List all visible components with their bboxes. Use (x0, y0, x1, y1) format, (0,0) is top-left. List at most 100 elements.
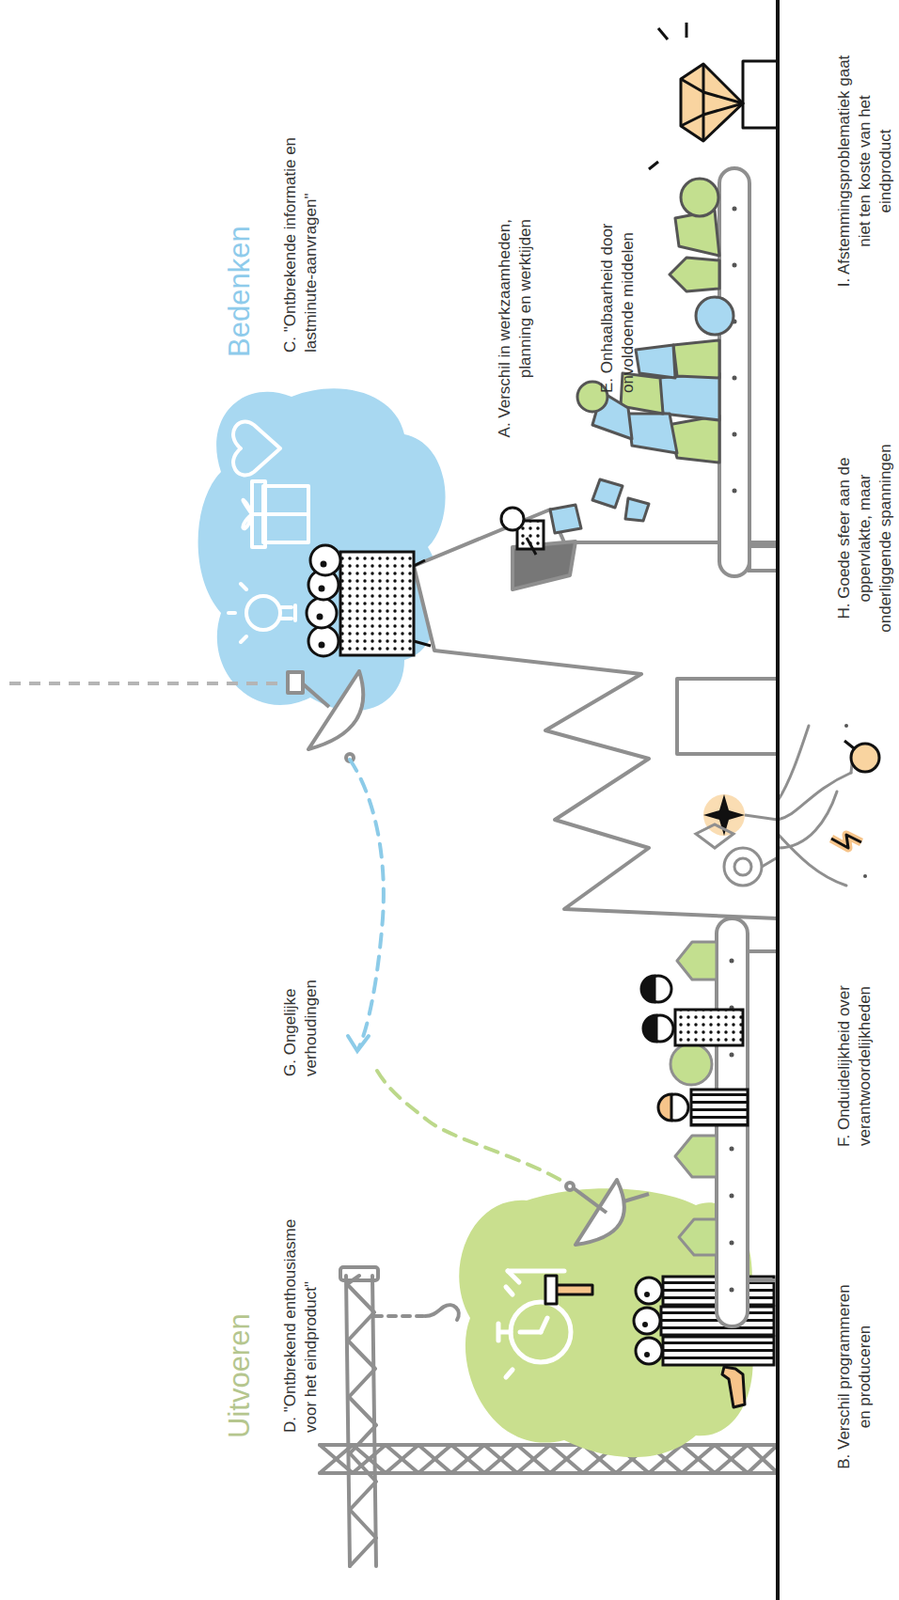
satellite-dish-part (308, 671, 363, 750)
worker-part (501, 507, 524, 531)
execution-cloud-part-part (505, 1287, 513, 1295)
tools-part (722, 1367, 745, 1408)
piece-pile-part (635, 345, 676, 379)
ideation-cloud-part-part (242, 500, 253, 529)
conveyor-belt-part-part (729, 1053, 735, 1058)
diamond-part (680, 78, 743, 127)
section-heading: Bedenken (221, 112, 258, 358)
execution-cloud-part-part (540, 1318, 548, 1333)
satellite-dish-part (287, 672, 303, 694)
falling-pieces-part (592, 479, 623, 508)
workers-part (646, 1293, 649, 1297)
product-pieces-part (670, 1043, 712, 1086)
conveyor-belt-part-part (732, 376, 738, 381)
factory-part (677, 678, 778, 755)
conveyor-belt-part (747, 951, 778, 1281)
ideation-cloud-part-part (240, 583, 247, 590)
signal-line (347, 759, 567, 1184)
crane-part (340, 1267, 379, 1281)
thinkers-part (413, 641, 431, 647)
conveyor-belt-part-part (729, 1241, 735, 1246)
section-heading: Uitvoeren (221, 1194, 258, 1439)
ideation-cloud-part (228, 422, 309, 643)
thinkers-part (340, 552, 414, 656)
satellite-dish-part (573, 1188, 607, 1214)
ideation-cloud-part-part (293, 605, 298, 621)
workers-part (691, 1089, 748, 1126)
ideation-cloud-part-part (240, 636, 247, 643)
workers (633, 1277, 774, 1366)
thinkers-part (321, 562, 326, 567)
ideation-cloud-part (198, 388, 446, 711)
hidden-tension-part (744, 815, 778, 821)
hidden-tension-part (844, 724, 849, 728)
thinkers-part (319, 586, 324, 591)
workers-part (643, 1015, 657, 1042)
piece-pile-part (695, 297, 734, 335)
execution-cloud-part-part (510, 1302, 571, 1363)
falling-pieces-part (625, 498, 649, 521)
hidden-tension-part (761, 857, 778, 868)
satellite-dish-part (566, 1182, 574, 1191)
workers (641, 976, 748, 1126)
crane-part (319, 1445, 778, 1474)
conveyor-belt-part-part (729, 959, 735, 964)
falling-pieces (550, 479, 649, 534)
tools-part (554, 1285, 593, 1295)
crane-part (346, 1276, 377, 1567)
hidden-tension-part (777, 725, 852, 886)
thinkers-part (413, 560, 426, 567)
execution-cloud-part-part (507, 1271, 520, 1283)
workers-part (635, 1277, 663, 1305)
product-pieces-part (677, 942, 717, 980)
workers-part (675, 1009, 743, 1046)
diamond-part (658, 28, 668, 40)
ideation-cloud-part-part (228, 611, 236, 616)
problem-label: C. "Ontbrekende informatie en lastminute… (280, 136, 322, 353)
satellite-dish-part (9, 681, 294, 686)
conveyor-belt-part-part (729, 1147, 735, 1152)
product-pieces-part (675, 1135, 717, 1178)
thinkers-part (308, 626, 339, 657)
workers-part (633, 1308, 661, 1335)
signal-line-part (349, 759, 384, 1050)
diamond-part (742, 61, 778, 128)
problem-label: B. Verschil programmeren en produceren (834, 1274, 876, 1481)
ideation-cloud-part-part (233, 422, 281, 476)
problem-label: F. Onduidelijkheid over verantwoordelijk… (834, 962, 876, 1170)
execution-cloud-part-part (496, 1324, 502, 1341)
problem-label: G. Ongelijke verhoudingen (280, 935, 322, 1077)
crane-part (425, 1305, 459, 1321)
conveyor-belt-part-part (729, 1288, 735, 1294)
diamond-part (680, 63, 743, 142)
workers-part (635, 1338, 663, 1365)
hidden-tension-part-part (777, 725, 809, 802)
hidden-tension-part (724, 848, 762, 886)
conveyor-belt-part (749, 546, 778, 571)
signal-line-part (377, 1071, 567, 1184)
ideation-cloud-part-part (280, 605, 292, 610)
worker (501, 507, 544, 555)
tools-part (545, 1276, 557, 1305)
ground-line (775, 0, 780, 1600)
conveyor-belt-part (719, 168, 750, 577)
workers-part (644, 1324, 647, 1327)
hidden-tension (695, 724, 880, 886)
workers-part (662, 1337, 774, 1366)
hidden-tension-part (863, 874, 868, 879)
execution-cloud-part-part (500, 1330, 511, 1336)
hidden-tension-part (831, 835, 862, 849)
hidden-tension-part (851, 743, 880, 773)
crane-part (346, 1276, 350, 1567)
conveyor-belt-part-part (747, 949, 778, 954)
diamond-part (685, 22, 689, 38)
conveyor-belt-part-part (732, 432, 738, 438)
conveyor-belt-part (732, 206, 738, 494)
signal-line-part (347, 1036, 369, 1052)
crane-part (319, 1445, 778, 1474)
piece-pile-part (680, 178, 719, 217)
thinkers-part (306, 598, 337, 629)
thinkers-part (310, 545, 341, 576)
